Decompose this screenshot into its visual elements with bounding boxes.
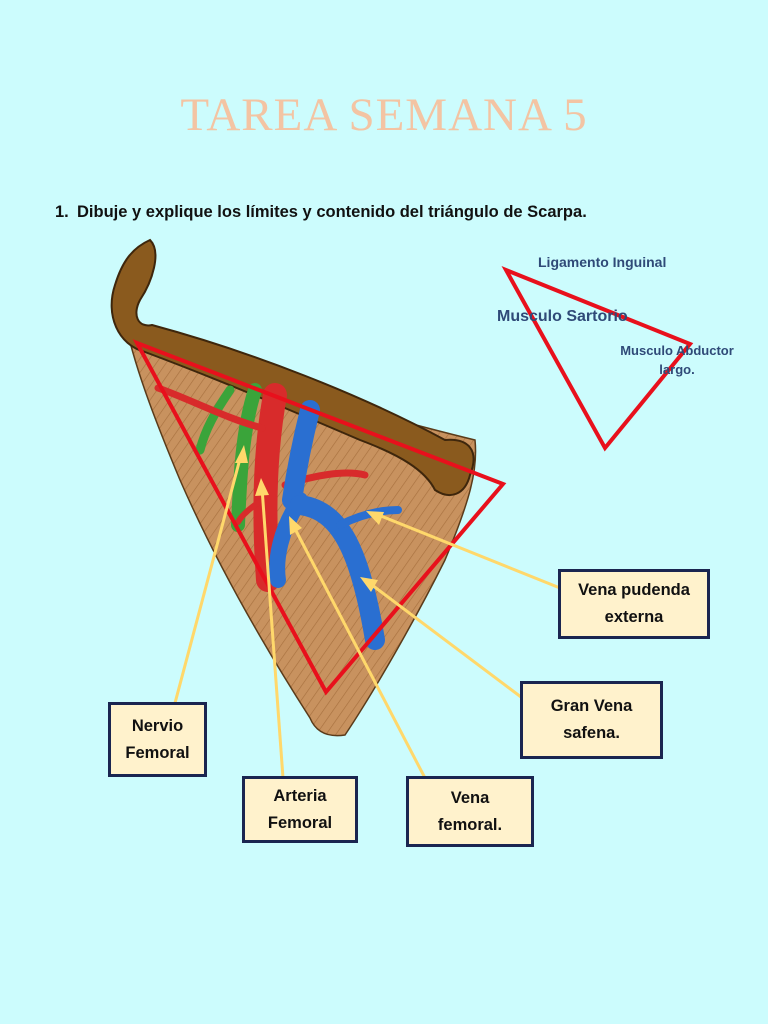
arrow-arteria: [255, 478, 285, 779]
schema-triangle: [501, 266, 694, 452]
arrow-nervio: [173, 445, 248, 704]
question-text: Dibuje y explique los límites y contenid…: [77, 203, 587, 221]
arrow-vena-pudenda: [366, 511, 561, 590]
label-nervio-femoral: Nervio Femoral: [108, 702, 207, 777]
label-musculo-abductor: Musculo Abductor largo.: [620, 343, 734, 377]
inguinal-ligament-shape: [110, 238, 475, 496]
arrow-vena-femoral: [289, 516, 427, 779]
page-title: TAREA SEMANA 5: [180, 89, 588, 141]
label-arteria-femoral: Arteria Femoral: [242, 776, 358, 843]
label-vena-femoral: Vena femoral.: [406, 776, 534, 847]
triangle-outline: [132, 339, 507, 696]
label-musculo-sartorio: Musculo Sartorio: [497, 308, 628, 325]
label-ligamento-inguinal: Ligamento Inguinal: [538, 254, 667, 270]
label-vena-pudenda: Vena pudenda externa: [558, 569, 710, 639]
question-number: 1.: [55, 203, 69, 221]
arrow-gran-vena: [360, 577, 522, 699]
label-gran-vena-safena: Gran Vena safena.: [520, 681, 663, 759]
question-1: 1. Dibuje y explique los límites y conten…: [55, 203, 587, 222]
